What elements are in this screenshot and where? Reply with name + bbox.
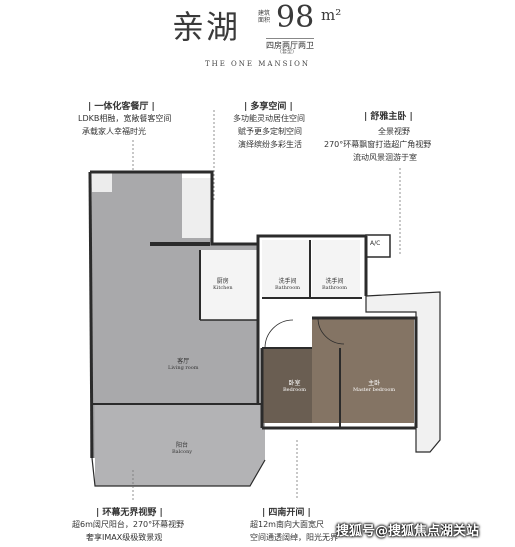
feature-line: 奢享IMAX级极致景观	[86, 533, 163, 542]
feature-line: 多功能灵动居住空间	[233, 114, 305, 123]
feature-heading-view: | 环幕无界视野 |	[96, 508, 163, 518]
feature-line: 超12m南向大面宽尺	[250, 520, 324, 529]
project-title: 亲湖	[172, 8, 241, 46]
feature-line: 270°环幕飘窗打造超广角视野	[324, 140, 432, 149]
area-number: 98	[276, 0, 315, 35]
feature-heading-dining: | 一体化客餐厅 |	[88, 102, 155, 112]
door-arc	[264, 319, 294, 349]
feature-line: 赋予更多定制空间	[238, 127, 302, 136]
area-label-line1: 建筑	[258, 10, 271, 17]
entry-niche	[92, 172, 112, 192]
layout-type: 四房两厅两卫	[266, 38, 314, 51]
feature-heading-master: | 舒雅主卧 |	[364, 112, 413, 122]
project-subtitle: THE ONE MANSION	[204, 60, 311, 68]
feature-line: 空间通透阔绰，阳光无界	[250, 533, 338, 542]
balcony-floor	[95, 404, 265, 486]
storage-area	[182, 178, 212, 238]
bathroom1-floor	[262, 240, 310, 298]
room-label-ac: A/C	[370, 240, 381, 247]
feature-heading-space: | 多享空间 |	[244, 102, 293, 112]
master-floor	[312, 318, 414, 423]
feature-line: 承载家人幸福时光	[82, 127, 146, 136]
watermark: 搜狐号@搜狐焦点湖关站	[336, 524, 480, 539]
feature-heading-south: | 四南开间 |	[262, 508, 311, 518]
dining-counter	[150, 242, 210, 246]
feature-line: 流动风景洄游于室	[353, 153, 417, 162]
feature-line: 全景视野	[378, 127, 410, 136]
kitchen-floor	[200, 250, 258, 320]
feature-line: 超6m阔尺阳台，270°环幕视野	[72, 520, 185, 529]
feature-line: LDKB相融，宽敞餐客空间	[78, 114, 172, 123]
feature-line: 演绎缤纷多彩生活	[238, 140, 302, 149]
bay-window	[365, 291, 441, 453]
area-label: 建筑 面积	[258, 10, 270, 24]
bathroom2-floor	[312, 240, 360, 298]
walls	[88, 170, 418, 487]
area-label-line2: 面积	[258, 17, 271, 24]
area-unit: m²	[321, 6, 342, 24]
layout-note: (套型)	[280, 49, 294, 55]
door-arc	[317, 317, 345, 345]
